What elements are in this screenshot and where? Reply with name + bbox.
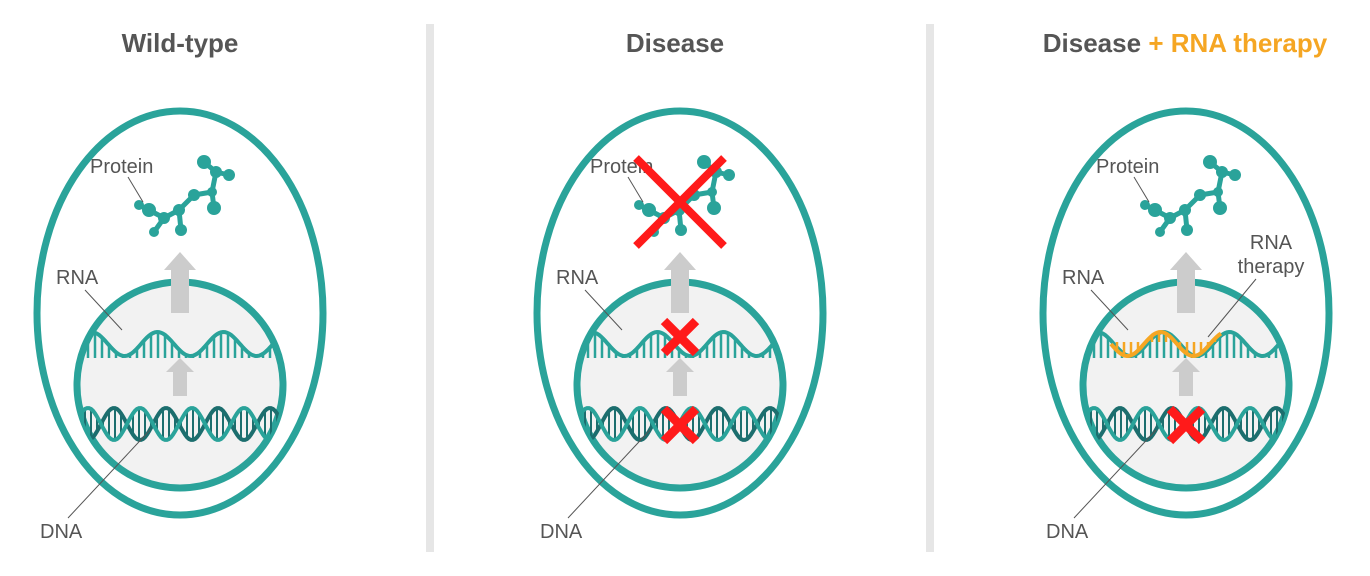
nucleus-contents — [1083, 329, 1289, 442]
rna-leader-line — [1090, 289, 1129, 331]
panel-divider-1 — [426, 24, 434, 552]
rna-to-protein-arrow — [164, 252, 196, 313]
rna-therapy-leader-line — [1207, 278, 1257, 338]
protein-label: Protein — [1096, 156, 1159, 178]
protein-atom — [197, 155, 211, 169]
protein-atom — [642, 203, 656, 217]
protein-atom — [707, 187, 717, 197]
rna-therapy-label-line1: RNA — [1250, 232, 1293, 254]
rna-therapy-strand — [1109, 329, 1223, 359]
dna-to-rna-arrow — [1172, 358, 1200, 396]
protein-atom — [149, 227, 159, 237]
protein-atom — [173, 204, 185, 216]
dna-label: DNA — [540, 521, 583, 543]
protein-atom — [134, 200, 144, 210]
protein-label: Protein — [90, 156, 153, 178]
dna-label: DNA — [1046, 521, 1089, 543]
protein-atom — [210, 166, 222, 178]
rna-block-cross — [660, 317, 700, 357]
protein-atom — [707, 201, 721, 215]
protein-atom — [1179, 204, 1191, 216]
panel-title-disease: Disease — [575, 28, 775, 59]
dna-to-rna-arrow — [666, 358, 694, 396]
dna-helix — [77, 406, 283, 442]
protein-leader-line — [1133, 176, 1150, 203]
dna-strand-light — [77, 406, 283, 442]
rna-label: RNA — [1062, 267, 1105, 289]
protein-leader-line — [127, 176, 144, 203]
protein-atom — [1181, 224, 1193, 236]
cross-stroke — [660, 317, 700, 357]
dna-to-rna-arrow — [166, 358, 194, 396]
dna-mutation-cross — [660, 405, 700, 445]
protein-atom — [1194, 189, 1206, 201]
panel-title-text: Disease — [625, 28, 725, 58]
protein-atom — [142, 203, 156, 217]
panel-title-wild-type: Wild-type — [80, 28, 280, 59]
protein-atom — [1213, 187, 1223, 197]
cross-stroke — [633, 155, 727, 249]
panel-title-disease-therapy: Disease + RNA therapy — [1000, 28, 1370, 59]
rna-label: RNA — [56, 267, 99, 289]
protein-atom — [1155, 227, 1165, 237]
dna-leader-line — [67, 429, 151, 519]
protein-atom — [1148, 203, 1162, 217]
protein-molecule-icon — [134, 155, 235, 237]
rna-therapy-label-line2: therapy — [1238, 256, 1305, 278]
protein-leader-line — [627, 176, 644, 203]
panel-title-text: Disease — [1042, 28, 1142, 58]
rna-label: RNA — [556, 267, 599, 289]
panel-divider-2 — [926, 24, 934, 552]
protein-block-cross — [633, 155, 727, 249]
dna-leader-line — [1073, 429, 1157, 519]
protein-atom — [207, 187, 217, 197]
protein-atom — [1203, 155, 1217, 169]
protein-atom — [1164, 212, 1176, 224]
rna-leader-line — [84, 289, 123, 331]
cross-stroke — [1166, 405, 1206, 445]
protein-molecule-icon — [1140, 155, 1241, 237]
protein-atom — [188, 189, 200, 201]
panel-title-suffix: + RNA therapy — [1148, 28, 1328, 58]
protein-atom — [175, 224, 187, 236]
dna-mutation-cross — [1166, 405, 1206, 445]
protein-atom — [1213, 201, 1227, 215]
dna-leader-line — [567, 429, 651, 519]
protein-atom — [697, 155, 711, 169]
protein-atom — [675, 224, 687, 236]
rna-to-protein-arrow — [1170, 252, 1202, 313]
dna-label: DNA — [40, 521, 83, 543]
cross-stroke — [660, 405, 700, 445]
protein-atom — [1229, 169, 1241, 181]
rna-to-protein-arrow — [664, 252, 696, 313]
protein-atom — [207, 201, 221, 215]
rna-leader-line — [584, 289, 623, 331]
protein-atom — [223, 169, 235, 181]
panel-title-text: Wild-type — [121, 28, 239, 58]
protein-atom — [158, 212, 170, 224]
protein-atom — [723, 169, 735, 181]
protein-atom — [634, 200, 644, 210]
protein-atom — [1216, 166, 1228, 178]
protein-atom — [1140, 200, 1150, 210]
